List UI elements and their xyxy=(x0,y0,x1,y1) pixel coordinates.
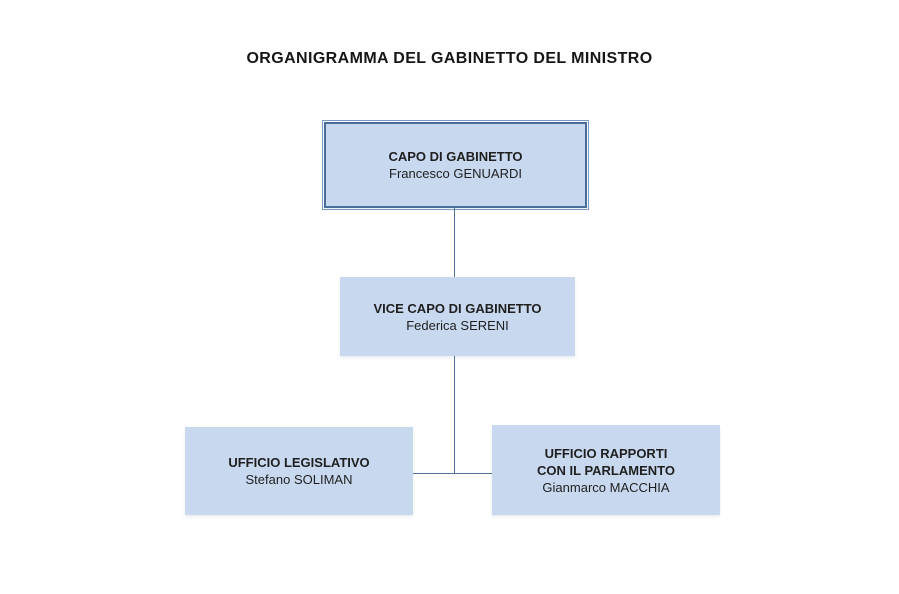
node-role: VICE CAPO DI GABINETTO xyxy=(373,300,542,316)
node-person-name: Francesco GENUARDI xyxy=(389,166,522,181)
node-role: UFFICIO LEGISLATIVO xyxy=(228,455,370,470)
page-title: ORGANIGRAMMA DEL GABINETTO DEL MINISTRO xyxy=(246,50,653,67)
org-node-vice-capo-di-gabinetto: VICE CAPO DI GABINETTO Federica SERENI xyxy=(340,277,575,356)
node-role: CAPO DI GABINETTO xyxy=(388,149,523,164)
org-node-ufficio-rapporti-parlamento: UFFICIO RAPPORTI CON IL PARLAMENTO Gianm… xyxy=(492,425,720,515)
org-node-capo-di-gabinetto: CAPO DI GABINETTO Francesco GENUARDI xyxy=(322,120,589,210)
connector-vice-to-uffici xyxy=(454,356,455,473)
node-person-name: Gianmarco MACCHIA xyxy=(542,479,670,495)
node-person-name: Federica SERENI xyxy=(406,317,509,333)
org-node-ufficio-legislativo: UFFICIO LEGISLATIVO Stefano SOLIMAN xyxy=(185,427,413,515)
connector-uffici-horizontal xyxy=(413,473,492,474)
node-person-name: Stefano SOLIMAN xyxy=(245,472,353,487)
connector-capo-to-vice xyxy=(454,208,455,277)
node-role: UFFICIO RAPPORTI CON IL PARLAMENTO xyxy=(537,445,675,478)
